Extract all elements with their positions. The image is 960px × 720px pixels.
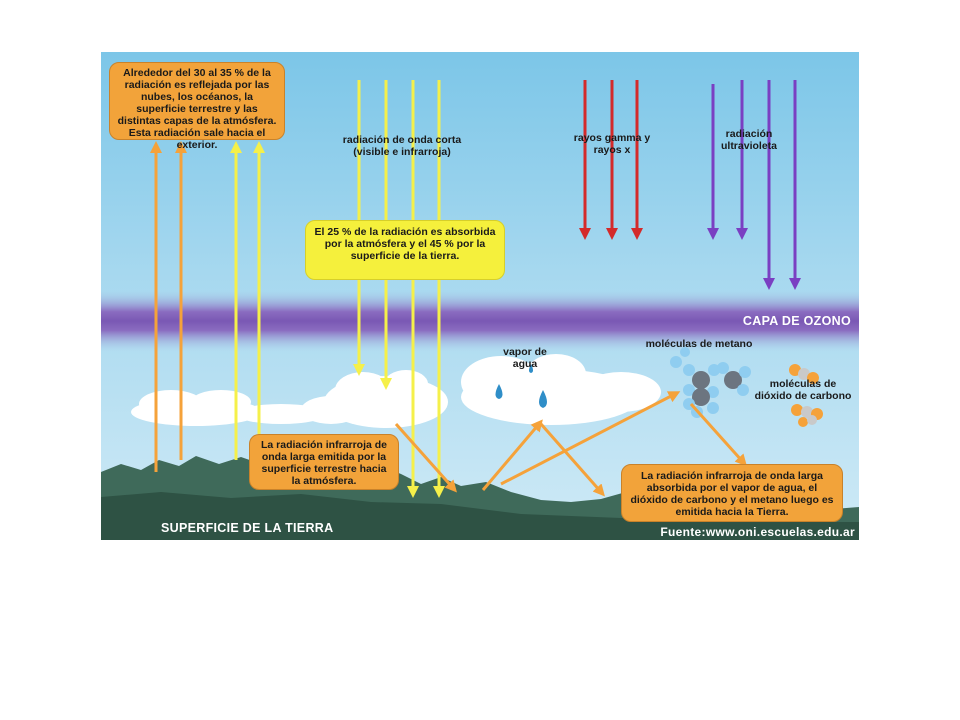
ir-arrow-5 — [394, 423, 457, 493]
water-drop-2 — [539, 390, 547, 408]
water-drop-3 — [529, 364, 533, 373]
cloud-right — [461, 354, 661, 425]
water-drop-1 — [495, 384, 503, 399]
reflected-radiation-box: Alrededor del 30 al 35 % de la radiación… — [109, 62, 285, 151]
ir-arrow-1 — [481, 419, 543, 491]
diagram-graphics — [101, 52, 859, 540]
ir-arrow-2 — [539, 423, 605, 497]
source-label: Fuente:www.oni.escuelas.edu.ar — [660, 525, 855, 539]
co2-label: moléculas de dióxido de carbono — [754, 378, 852, 402]
infrared-emission-box: La radiación infrarroja de onda larga em… — [249, 434, 399, 490]
infrared-absorbed-box: La radiación infrarroja de onda larga ab… — [621, 464, 843, 522]
methane-molecules — [670, 347, 751, 418]
uv-label: radiación ultravioleta — [720, 128, 778, 152]
ozone-label: CAPA DE OZONO — [742, 314, 851, 328]
absorbed-radiation-box: El 25 % de la radiación es absorbida por… — [305, 220, 505, 280]
ir-arrow-3 — [500, 391, 681, 486]
methane-label: moléculas de metano — [645, 338, 753, 350]
gamma-label: rayos gamma y rayos x — [573, 132, 651, 156]
shortwave-label: radiación de onda corta (visible e infra… — [342, 134, 462, 158]
ir-arrow-4 — [689, 402, 748, 467]
vapor-label: vapor de agua — [503, 346, 547, 370]
cloud-middle — [301, 370, 448, 428]
surface-label: SUPERFICIE DE LA TIERRA — [161, 521, 334, 535]
earth-surface-shadow — [101, 492, 859, 540]
co2-molecules — [789, 364, 823, 427]
greenhouse-diagram: Alrededor del 30 al 35 % de la radiación… — [101, 52, 859, 540]
ozone-layer — [101, 290, 859, 352]
